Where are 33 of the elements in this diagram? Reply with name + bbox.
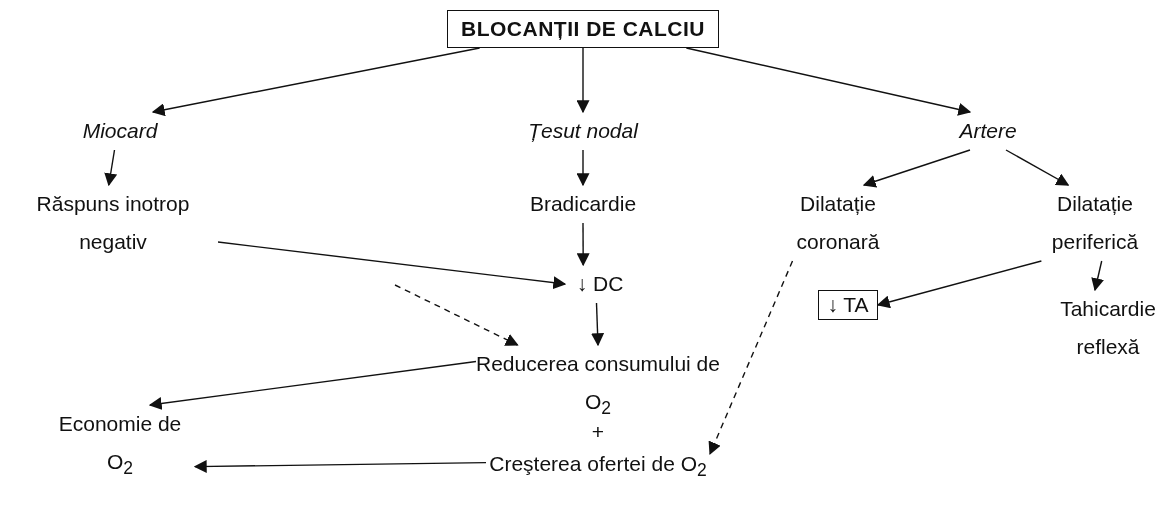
node-text: Tahicardie reflexă <box>1059 296 1157 360</box>
plus-sign: + <box>590 420 606 444</box>
node-text: Țesut nodal <box>527 118 640 144</box>
title-box <box>447 10 719 48</box>
arrow <box>576 222 590 267</box>
node-text: Reducerea consumului de O$_{2}$ <box>476 351 720 421</box>
dashed-arrow <box>708 260 794 456</box>
node-text: Creşterea ofertei de O$_{2}$ <box>488 451 708 483</box>
node-text: Artere <box>957 118 1018 144</box>
arrow <box>217 241 567 290</box>
node-text: Dilatație periferică <box>1050 191 1140 255</box>
dashed-arrow <box>394 284 519 346</box>
arrow <box>591 302 605 347</box>
arrow <box>1091 260 1104 292</box>
arrow <box>685 47 972 116</box>
node-text: Miocard <box>81 118 159 144</box>
node-text: Răspuns inotrop negativ <box>35 191 191 255</box>
node-text: BLOCANȚII DE CALCIU <box>460 16 706 42</box>
arrow <box>104 149 118 187</box>
node-text: Dilatație coronară <box>795 191 881 255</box>
arrow <box>876 260 1043 309</box>
arrow <box>862 149 971 188</box>
arrow <box>151 47 481 117</box>
arrow <box>576 47 590 114</box>
node-text: ↓ TA <box>826 292 870 318</box>
node-text: Bradicardie <box>528 191 638 217</box>
arrow <box>193 460 487 473</box>
arrow <box>576 149 590 187</box>
arrow <box>148 360 477 410</box>
node-text: Economie de O$_{2}$ <box>57 411 183 481</box>
arrow <box>1005 149 1070 186</box>
node-text: ↓ DC <box>575 271 625 297</box>
boxed-label <box>818 290 878 320</box>
